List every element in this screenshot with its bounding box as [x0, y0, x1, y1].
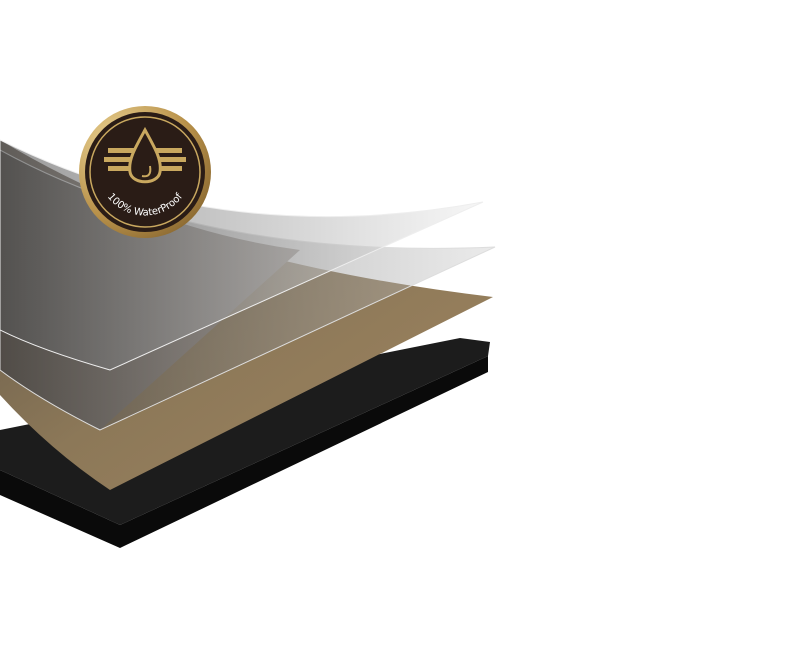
- water-drop-icon: [104, 126, 186, 184]
- waterproof-badge: 100% WaterProof: [79, 106, 211, 238]
